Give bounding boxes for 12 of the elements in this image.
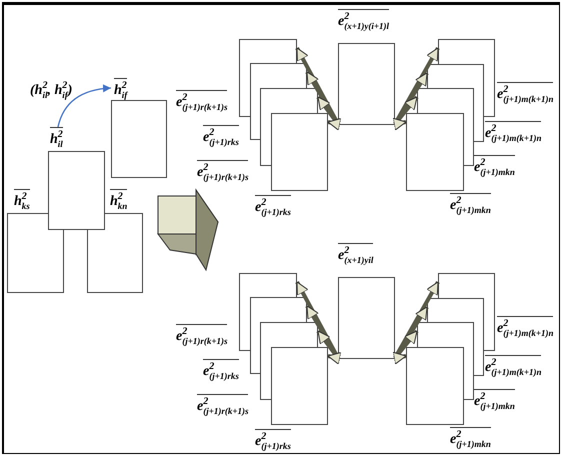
arrow	[393, 96, 419, 126]
arrow	[392, 352, 406, 365]
edge-label: (h$^{2}$$_{il}$, h$^{2}$$_{if}$)	[30, 81, 72, 100]
arrow	[392, 118, 406, 131]
arrow	[393, 306, 429, 360]
arrow	[57, 84, 112, 128]
arrow	[328, 352, 342, 365]
arrow	[393, 72, 429, 126]
arrow	[328, 118, 342, 131]
arrow	[393, 47, 440, 125]
arrow	[393, 330, 419, 360]
arrow	[393, 281, 440, 359]
